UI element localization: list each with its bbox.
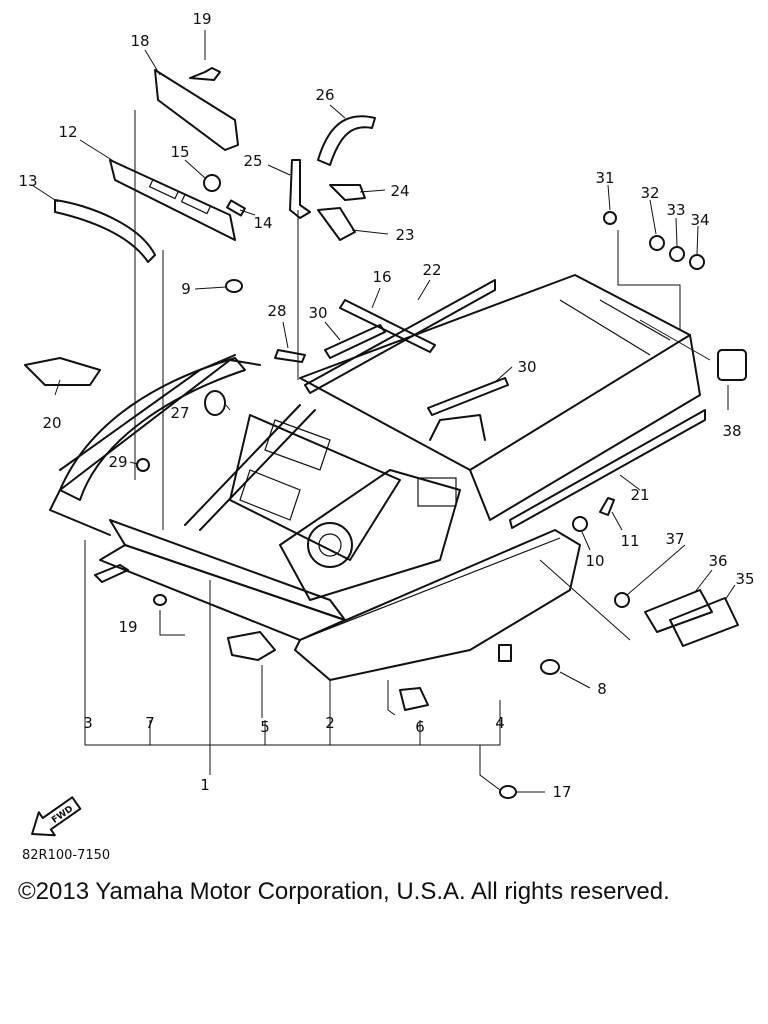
small-parts	[24, 67, 747, 799]
callout-3: 3	[83, 714, 93, 732]
callout-13: 13	[18, 172, 37, 190]
callout-35: 35	[735, 570, 754, 588]
callout-24: 24	[390, 182, 409, 200]
callout-12: 12	[58, 123, 77, 141]
callout-28: 28	[267, 302, 286, 320]
callout-7: 7	[145, 714, 155, 732]
side-panel-right	[294, 529, 581, 681]
callout-2: 2	[325, 714, 335, 732]
callout-18: 18	[130, 32, 149, 50]
callout-labels: 1 2 3 4 5 6 7 8 9 10 11 12 13 14 15 16 1…	[18, 10, 754, 801]
forward-direction-arrow: FWD	[31, 796, 82, 837]
callout-10: 10	[585, 552, 604, 570]
callout-32: 32	[640, 184, 659, 202]
callout-27: 27	[170, 404, 189, 422]
diagram-part-code: 82R100-7150	[22, 848, 111, 863]
callout-26: 26	[315, 86, 334, 104]
callout-30-left: 30	[308, 304, 327, 322]
callout-9: 9	[181, 280, 191, 298]
callout-25: 25	[243, 152, 262, 170]
callout-19-top: 19	[192, 10, 211, 28]
frame-tunnel	[49, 274, 701, 641]
callout-17: 17	[552, 783, 571, 801]
callout-22: 22	[422, 261, 441, 279]
callout-30-right: 30	[517, 358, 536, 376]
callout-1: 1	[200, 776, 210, 794]
callout-15: 15	[170, 143, 189, 161]
callout-33: 33	[666, 201, 685, 219]
callout-19-bottom: 19	[118, 618, 137, 636]
callout-34: 34	[690, 211, 709, 229]
callout-14: 14	[253, 214, 272, 232]
callout-8: 8	[597, 680, 607, 698]
callout-20: 20	[42, 414, 61, 432]
callout-38: 38	[722, 422, 741, 440]
callout-5: 5	[260, 718, 270, 736]
exploded-parts-diagram: 1 2 3 4 5 6 7 8 9 10 11 12 13 14 15 16 1…	[18, 10, 755, 837]
callout-36: 36	[708, 552, 727, 570]
leader-lines	[31, 30, 736, 793]
callout-37: 37	[665, 530, 684, 548]
side-panel-left	[59, 357, 246, 501]
callout-29: 29	[108, 453, 127, 471]
callout-23: 23	[395, 226, 414, 244]
callout-31: 31	[595, 169, 614, 187]
assembly-lines	[134, 110, 711, 641]
callout-4: 4	[495, 714, 505, 732]
callout-11: 11	[620, 532, 639, 550]
copyright-notice: ©2013 Yamaha Motor Corporation, U.S.A. A…	[18, 878, 670, 905]
callout-21: 21	[630, 486, 649, 504]
callout-16: 16	[372, 268, 391, 286]
bottom-bracket	[84, 540, 501, 791]
callout-6: 6	[415, 718, 425, 736]
